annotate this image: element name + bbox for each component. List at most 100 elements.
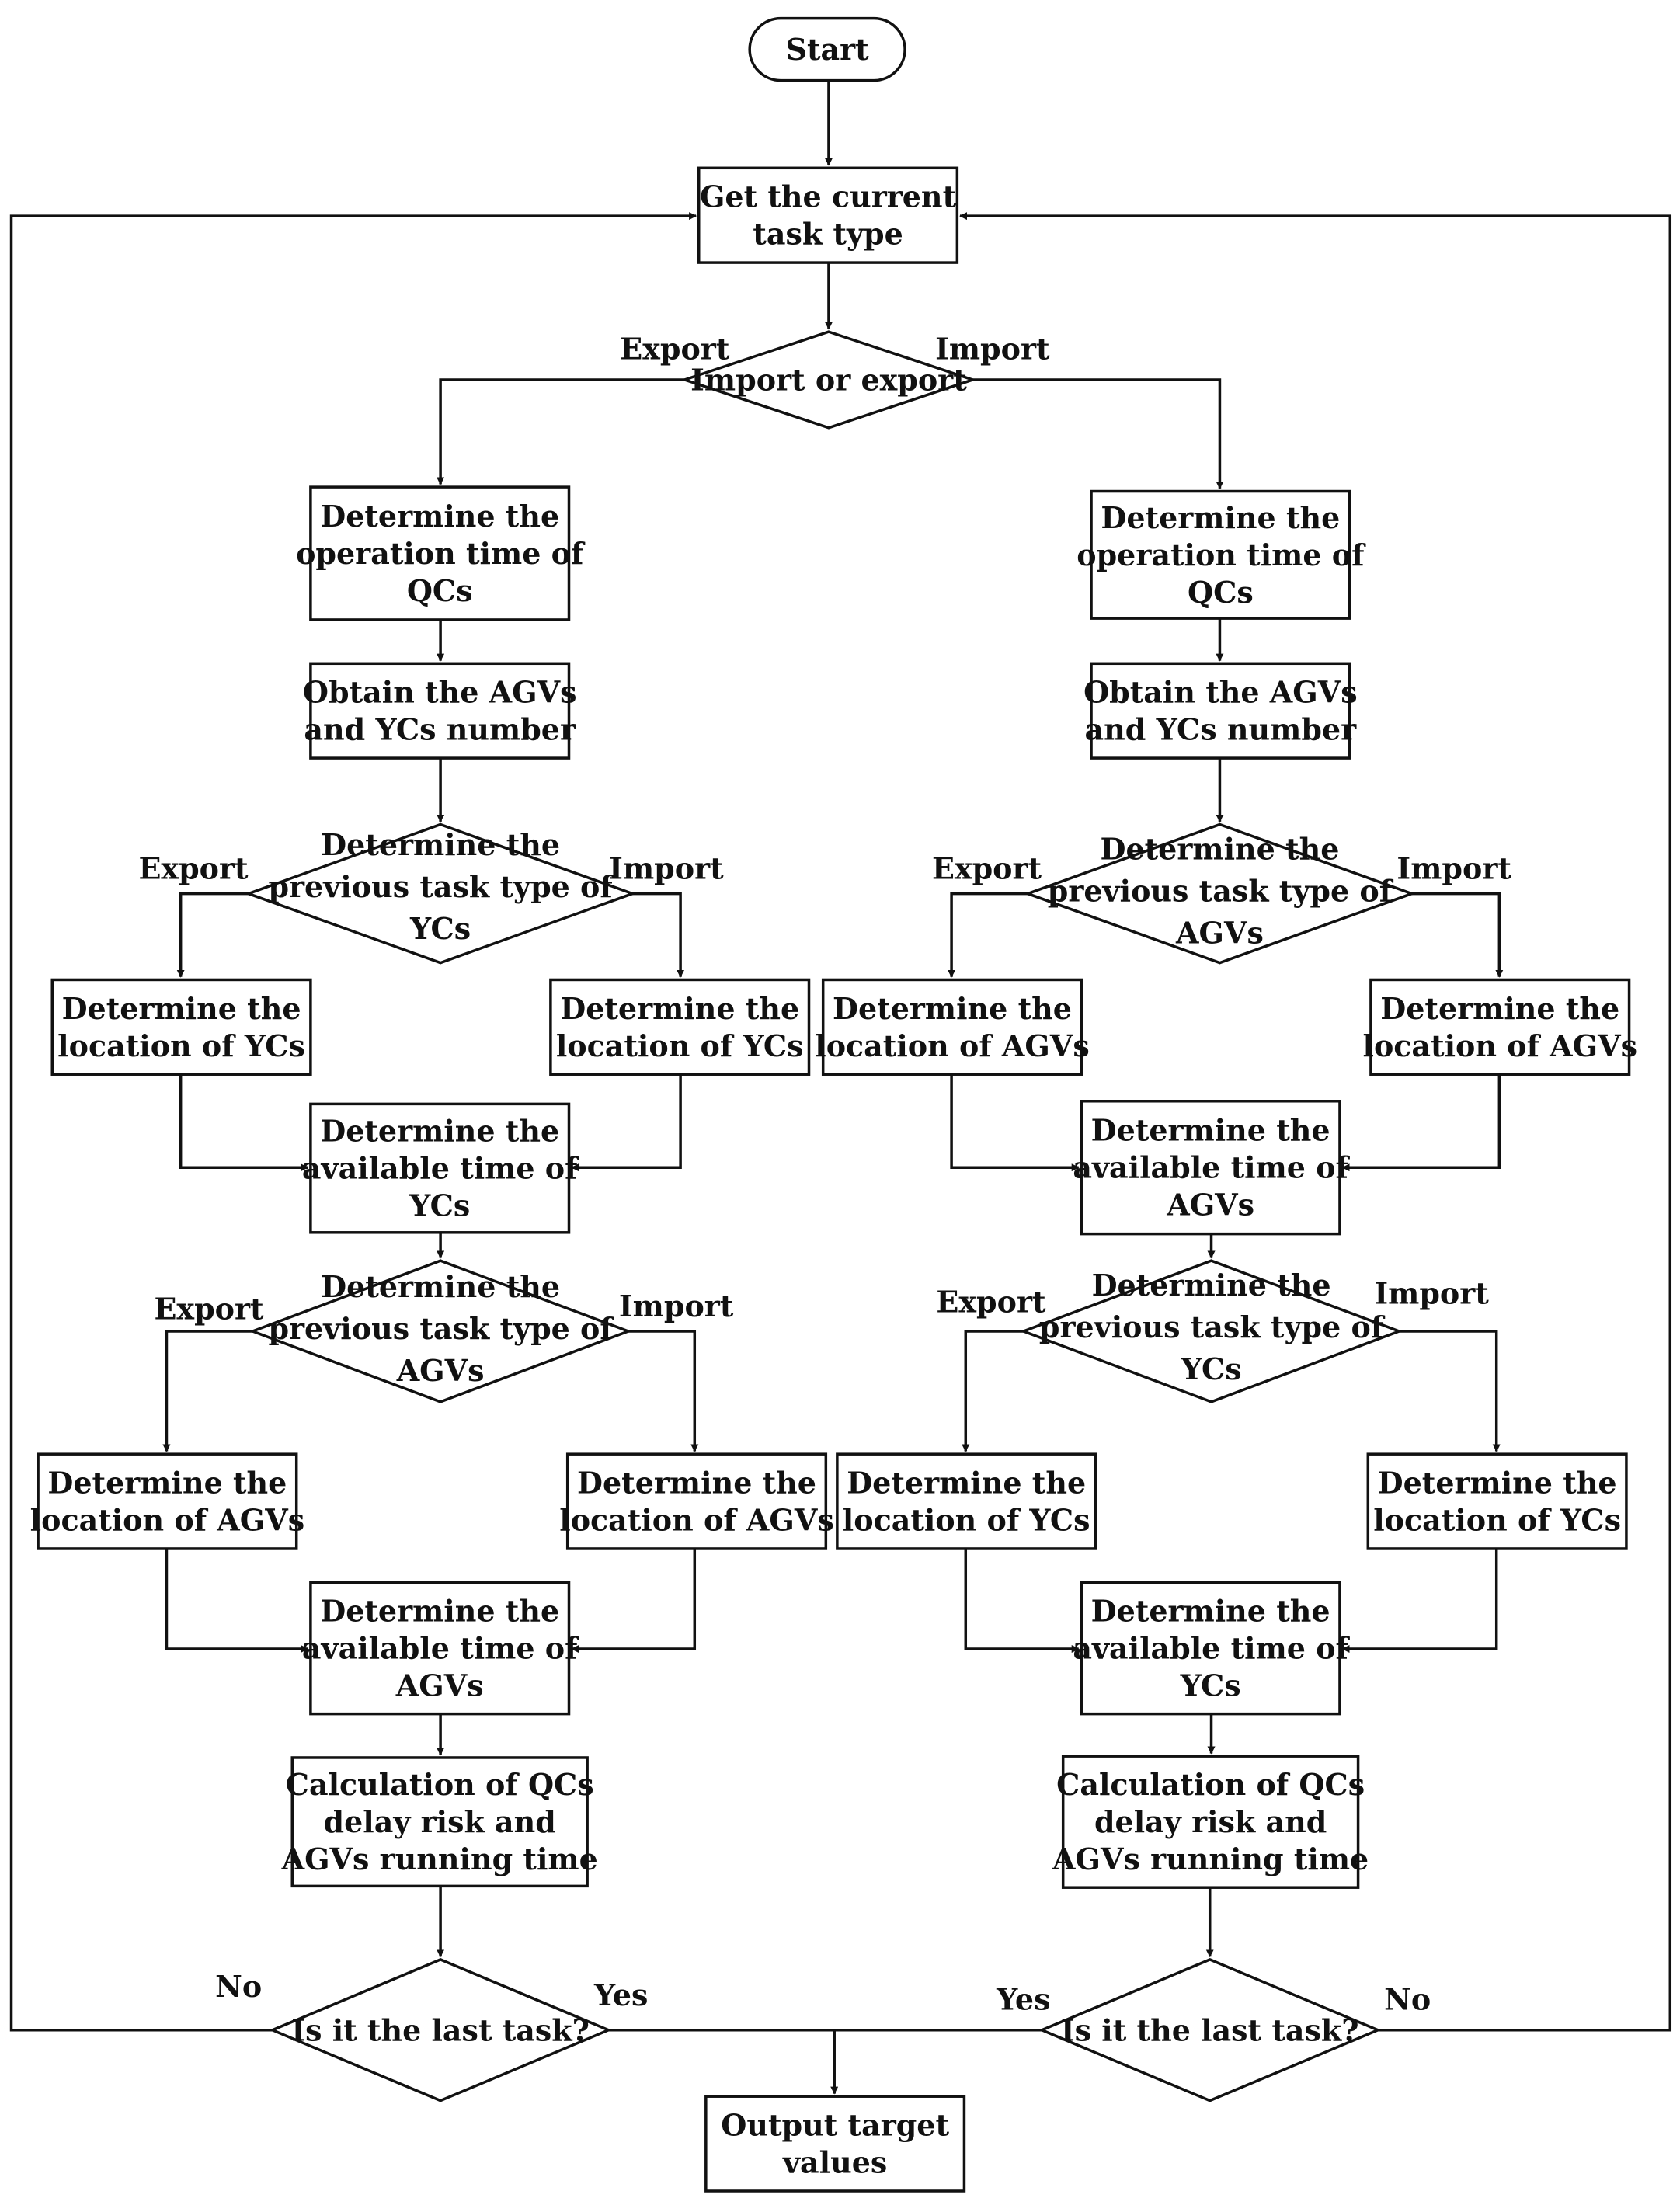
left-loc-agv-import-box-shape <box>565 1452 828 1550</box>
label-export-main: Export <box>620 331 730 366</box>
flow-edges <box>9 80 1672 2095</box>
edge-right-prev2-export <box>962 1330 1024 1452</box>
left-available-agv-box-text-line-1: Determine the <box>320 1594 559 1629</box>
edge-left-loc1-import-to-avail <box>571 1074 682 1172</box>
edge-left-no-loop <box>9 212 697 2032</box>
right-loc-agv-import-box-text-line-1: Determine the <box>1380 991 1619 1026</box>
right-calculation-box-text-line-3: AGVs running time <box>1052 1842 1369 1876</box>
edge-left-prev1-import <box>632 892 685 978</box>
label-right-no: No <box>1384 1981 1431 2016</box>
left-last-task-decision-shape <box>269 1957 612 2102</box>
right-loc-agv-export-box-text-line-1: Determine the <box>833 991 1072 1026</box>
edge-decision-to-left <box>437 378 685 485</box>
right-available-yc-box-text-line-1: Determine the <box>1091 1594 1330 1629</box>
right-obtain-number-box-shape <box>1090 662 1351 760</box>
left-prev-task-yc-decision-shape <box>244 823 637 965</box>
left-loc-agv-export-box-text-line-2: location of AGVs <box>30 1503 304 1538</box>
left-available-yc-box-text-line-3: YCs <box>409 1188 470 1223</box>
left-loc-yc-export-box-shape <box>50 978 312 1076</box>
right-last-task-decision: Is it the last task? <box>1038 1957 1382 2102</box>
label-right-prev1-export: Export <box>932 850 1042 885</box>
edge-right-loc1-export-to-avail <box>950 1074 1080 1172</box>
right-operation-time-box-text-line-1: Determine the <box>1101 500 1340 535</box>
output-target-box-shape <box>704 2095 966 2193</box>
left-prev-task-yc-decision-text-line-2: previous task type of <box>268 869 614 904</box>
right-prev-task-yc-decision-text-line-2: previous task type of <box>1039 1309 1386 1344</box>
left-loc-yc-import-box-text-line-2: location of YCs <box>556 1028 804 1063</box>
right-loc-agv-export-box-text-line-2: location of AGVs <box>815 1028 1089 1063</box>
edge-right-prev2-import <box>1399 1330 1501 1452</box>
right-operation-time-box-text-line-3: QCs <box>1188 575 1254 610</box>
right-calculation-box-text-line-2: delay risk and <box>1094 1804 1327 1839</box>
left-loc-agv-export-box-text-line-1: Determine the <box>47 1466 287 1501</box>
get-task-type-box-text-line-1: Get the current <box>700 179 957 214</box>
right-calculation-box-shape <box>1061 1755 1360 1889</box>
left-loc-agv-export-box-shape <box>37 1452 298 1550</box>
edge-right-prev1-import <box>1411 892 1504 978</box>
edge-decision-to-right <box>972 378 1224 489</box>
edge-left-loc2-import-to-avail <box>571 1548 697 1654</box>
left-calculation-box-text-line-2: delay risk and <box>324 1804 556 1839</box>
left-prev-task-agv-decision-text-line-1: Determine the <box>321 1269 560 1304</box>
right-last-task-decision-shape <box>1038 1957 1382 2102</box>
right-loc-agv-export-box-shape <box>821 978 1083 1076</box>
edge-left-prev2-import <box>628 1330 699 1452</box>
get-task-type-box-shape <box>697 166 959 264</box>
left-prev-task-agv-decision-text-line-2: previous task type of <box>268 1311 614 1346</box>
left-available-yc-box-shape <box>309 1102 571 1234</box>
label-right-prev2-export: Export <box>936 1284 1046 1319</box>
right-operation-time-box-text-line-2: operation time of <box>1077 537 1366 572</box>
edge-right-loc2-import-to-avail <box>1341 1548 1498 1654</box>
label-right-prev1-import: Import <box>1397 850 1511 885</box>
label-left-prev1-export: Export <box>138 850 249 885</box>
left-prev-task-agv-decision-shape <box>249 1259 632 1403</box>
get-task-type-box-text-line-2: task type <box>753 217 903 252</box>
left-prev-task-yc-decision-text-line-3: YCs <box>409 911 471 946</box>
edge-left-prev1-export <box>176 892 249 978</box>
label-left-no: No <box>215 1969 262 2004</box>
right-loc-agv-import-box-text-line-2: location of AGVs <box>1363 1028 1637 1063</box>
left-loc-agv-import-box-text-line-1: Determine the <box>577 1466 816 1501</box>
left-loc-yc-import-box-shape <box>549 978 811 1076</box>
right-prev-task-agv-decision-text-line-1: Determine the <box>1100 831 1339 866</box>
right-prev-task-agv-decision-text-line-3: AGVs <box>1175 915 1264 950</box>
left-available-yc-box-text-line-2: available time of <box>302 1151 579 1186</box>
start-terminal-shape <box>748 16 906 82</box>
right-loc-yc-import-box-text-line-2: location of YCs <box>1373 1503 1621 1538</box>
import-export-decision-text-line-1: Import or export <box>690 362 967 397</box>
left-loc-yc-export-box-text-line-1: Determine the <box>62 991 301 1026</box>
right-loc-yc-export-box-shape <box>836 1452 1097 1550</box>
left-operation-time-box-text-line-2: operation time of <box>296 536 586 571</box>
right-obtain-number-box-text-line-2: and YCs number <box>1085 712 1358 747</box>
right-prev-task-agv-decision-shape <box>1024 823 1416 965</box>
edge-right-no-loop <box>959 212 1672 2032</box>
right-loc-agv-import-box-shape <box>1369 978 1631 1076</box>
right-obtain-number-box-text-line-1: Obtain the AGVs <box>1083 675 1358 710</box>
right-prev-task-yc-decision-text-line-3: YCs <box>1180 1351 1241 1386</box>
edge-right-loc2-export-to-avail <box>964 1548 1080 1654</box>
right-available-agv-box-text-line-3: AGVs <box>1166 1188 1254 1223</box>
left-obtain-number-box-shape <box>309 662 571 760</box>
left-prev-task-yc-decision: Determine the previous task type of YCs <box>244 823 637 965</box>
edge-right-prev1-export <box>948 892 1028 978</box>
left-loc-yc-import-box-text-line-1: Determine the <box>560 991 799 1026</box>
label-right-yes: Yes <box>996 1981 1050 2016</box>
left-prev-task-yc-decision-text-line-1: Determine the <box>321 827 560 862</box>
right-loc-yc-import-box-shape <box>1366 1452 1628 1550</box>
left-calculation-box-text-line-1: Calculation of QCs <box>286 1767 594 1802</box>
label-left-prev2-export: Export <box>154 1291 264 1326</box>
label-left-prev1-import: Import <box>609 850 724 885</box>
label-left-prev2-import: Import <box>619 1289 734 1323</box>
